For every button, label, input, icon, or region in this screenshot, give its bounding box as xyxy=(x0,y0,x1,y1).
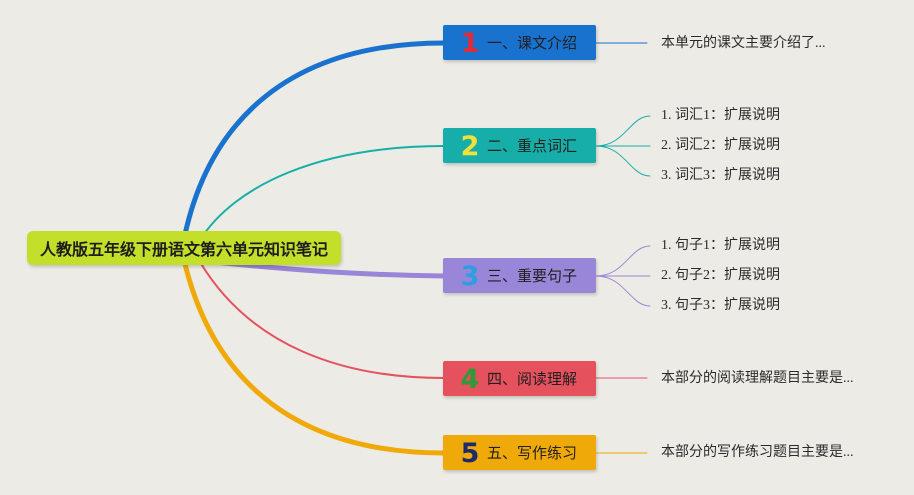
link-root-branch-1 xyxy=(180,40,447,247)
link-branch-3-leaf-3 xyxy=(595,275,651,307)
link-branch-3-leaf-1 xyxy=(595,245,651,277)
branch-label-1: 一、课文介绍 xyxy=(487,34,578,52)
branch-node-1[interactable]: 1 一、课文介绍 xyxy=(443,25,596,60)
link-root-branch-5 xyxy=(182,261,447,456)
leaf-2-1[interactable]: 1. 词汇1：扩展说明 xyxy=(661,108,780,123)
link-branch-2-leaf-1 xyxy=(595,115,651,147)
branch-node-4[interactable]: 4 四、阅读理解 xyxy=(443,361,596,396)
leaf-1-1[interactable]: 本单元的课文主要介绍了... xyxy=(661,36,826,51)
branch-number-4: 4 xyxy=(460,364,480,395)
branch-label-5: 五、写作练习 xyxy=(487,444,578,462)
root-title: 人教版五年级下册语文第六单元知识笔记 xyxy=(39,240,328,259)
link-branch-2-leaf-3 xyxy=(595,145,651,177)
branch-number-5: 5 xyxy=(460,438,480,469)
leaf-4-1[interactable]: 本部分的阅读理解题目主要是... xyxy=(661,371,854,386)
leaf-3-1[interactable]: 1. 句子1：扩展说明 xyxy=(661,238,780,253)
branch-label-4: 四、阅读理解 xyxy=(487,370,578,388)
leaf-2-2[interactable]: 2. 词汇2：扩展说明 xyxy=(661,138,780,153)
link-root-branch-2 xyxy=(199,145,445,241)
branch-node-3[interactable]: 3 三、重要句子 xyxy=(443,258,596,293)
branch-number-3: 3 xyxy=(460,261,480,292)
leaf-5-1[interactable]: 本部分的写作练习题目主要是... xyxy=(661,445,854,460)
branch-node-5[interactable]: 5 五、写作练习 xyxy=(443,435,596,470)
branch-number-1: 1 xyxy=(460,28,480,59)
root-node[interactable]: 人教版五年级下册语文第六单元知识笔记 xyxy=(27,231,341,265)
branch-node-2[interactable]: 2 二、重点词汇 xyxy=(443,128,596,163)
link-root-branch-4 xyxy=(199,261,445,379)
branch-label-3: 三、重要句子 xyxy=(487,267,578,285)
branch-number-2: 2 xyxy=(460,131,480,162)
branch-label-2: 二、重点词汇 xyxy=(487,137,578,155)
leaf-3-3[interactable]: 3. 句子3：扩展说明 xyxy=(661,298,780,313)
leaf-2-3[interactable]: 3. 词汇3：扩展说明 xyxy=(661,168,780,183)
leaf-3-2[interactable]: 2. 句子2：扩展说明 xyxy=(661,268,780,283)
